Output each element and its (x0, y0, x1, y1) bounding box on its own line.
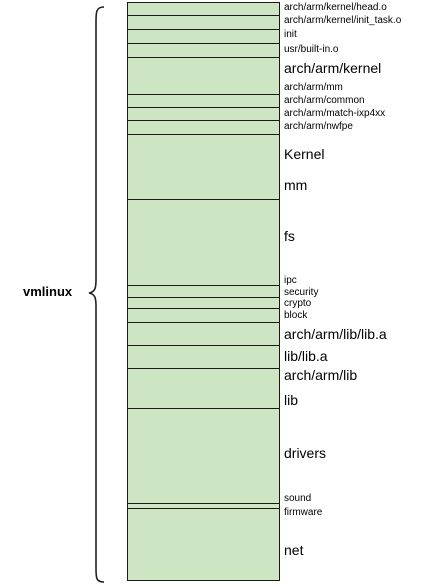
segment-label: usr/built-in.o (284, 44, 339, 55)
segment-label: arch/arm/common (284, 95, 365, 106)
segment-label: arch/arm/nwfpe (284, 121, 353, 132)
segment-label: arch/arm/mm (284, 82, 343, 93)
memory-segment-block (127, 120, 280, 135)
memory-segment-block (127, 308, 280, 323)
segment-label: net (284, 542, 304, 558)
memory-segment-block (127, 368, 280, 409)
segment-label: arch/arm/kernel (284, 60, 382, 76)
memory-segment-block (127, 345, 280, 369)
memory-segment-block (127, 57, 280, 95)
memory-segment-block (127, 15, 280, 30)
segment-label: arch/arm/lib/lib.a (284, 326, 387, 342)
segment-label: mm (284, 177, 308, 193)
segment-label: arch/arm/kernel/init_task.o (284, 15, 402, 26)
vmlinux-label: vmlinux (23, 284, 73, 299)
memory-segment-block (127, 43, 280, 58)
curly-brace (88, 6, 105, 583)
segment-label: crypto (284, 298, 312, 309)
segment-label: fs (284, 228, 295, 244)
memory-segment-block (127, 199, 280, 286)
memory-segment-block (127, 2, 280, 16)
segment-label: ipc (284, 275, 297, 286)
segment-label: arch/arm/match-ixp4xx (284, 108, 386, 119)
memory-segment-block (127, 508, 280, 581)
segment-label: sound (284, 493, 312, 504)
segment-label: firmware (284, 507, 323, 518)
memory-segment-block (127, 134, 280, 200)
memory-segment-block (127, 94, 280, 108)
segment-label: drivers (284, 445, 327, 461)
segment-label: arch/arm/kernel/head.o (284, 2, 387, 13)
segment-label: init (284, 29, 297, 40)
memory-segment-block (127, 408, 280, 504)
segment-label: security (284, 287, 319, 298)
memory-segment-block (127, 322, 280, 346)
segment-label: arch/arm/lib (284, 367, 358, 383)
segment-label: lib (284, 392, 299, 408)
memory-segment-block (127, 107, 280, 121)
segment-label: block (284, 310, 308, 321)
segment-label: lib/lib.a (284, 348, 328, 364)
memory-segment-block (127, 29, 280, 44)
segment-label: Kernel (284, 146, 325, 162)
